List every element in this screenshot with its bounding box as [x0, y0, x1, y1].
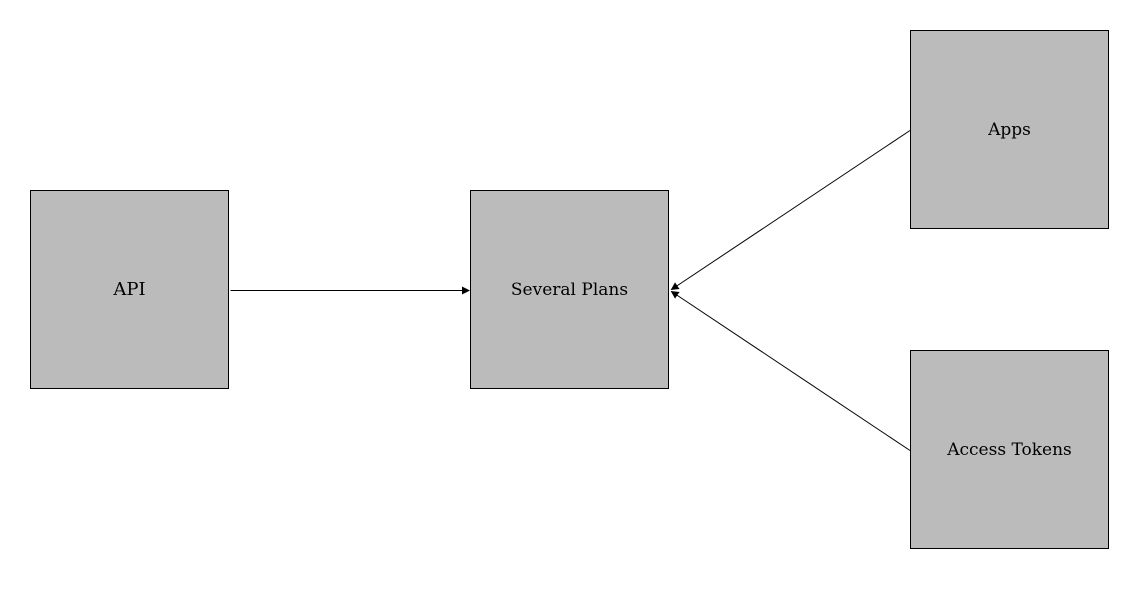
edge-tokens-to-plans [670, 290, 911, 451]
edge-apps-to-plans [670, 130, 911, 291]
node-several-plans-label: Several Plans [510, 279, 629, 300]
node-apps-label: Apps [988, 119, 1031, 140]
node-api[interactable]: API [30, 190, 229, 389]
node-access-tokens-label: Access Tokens [947, 439, 1072, 460]
node-apps[interactable]: Apps [910, 30, 1109, 229]
node-api-label: API [113, 279, 146, 300]
node-several-plans[interactable]: Several Plans [470, 190, 669, 389]
node-access-tokens[interactable]: Access Tokens [910, 350, 1109, 549]
